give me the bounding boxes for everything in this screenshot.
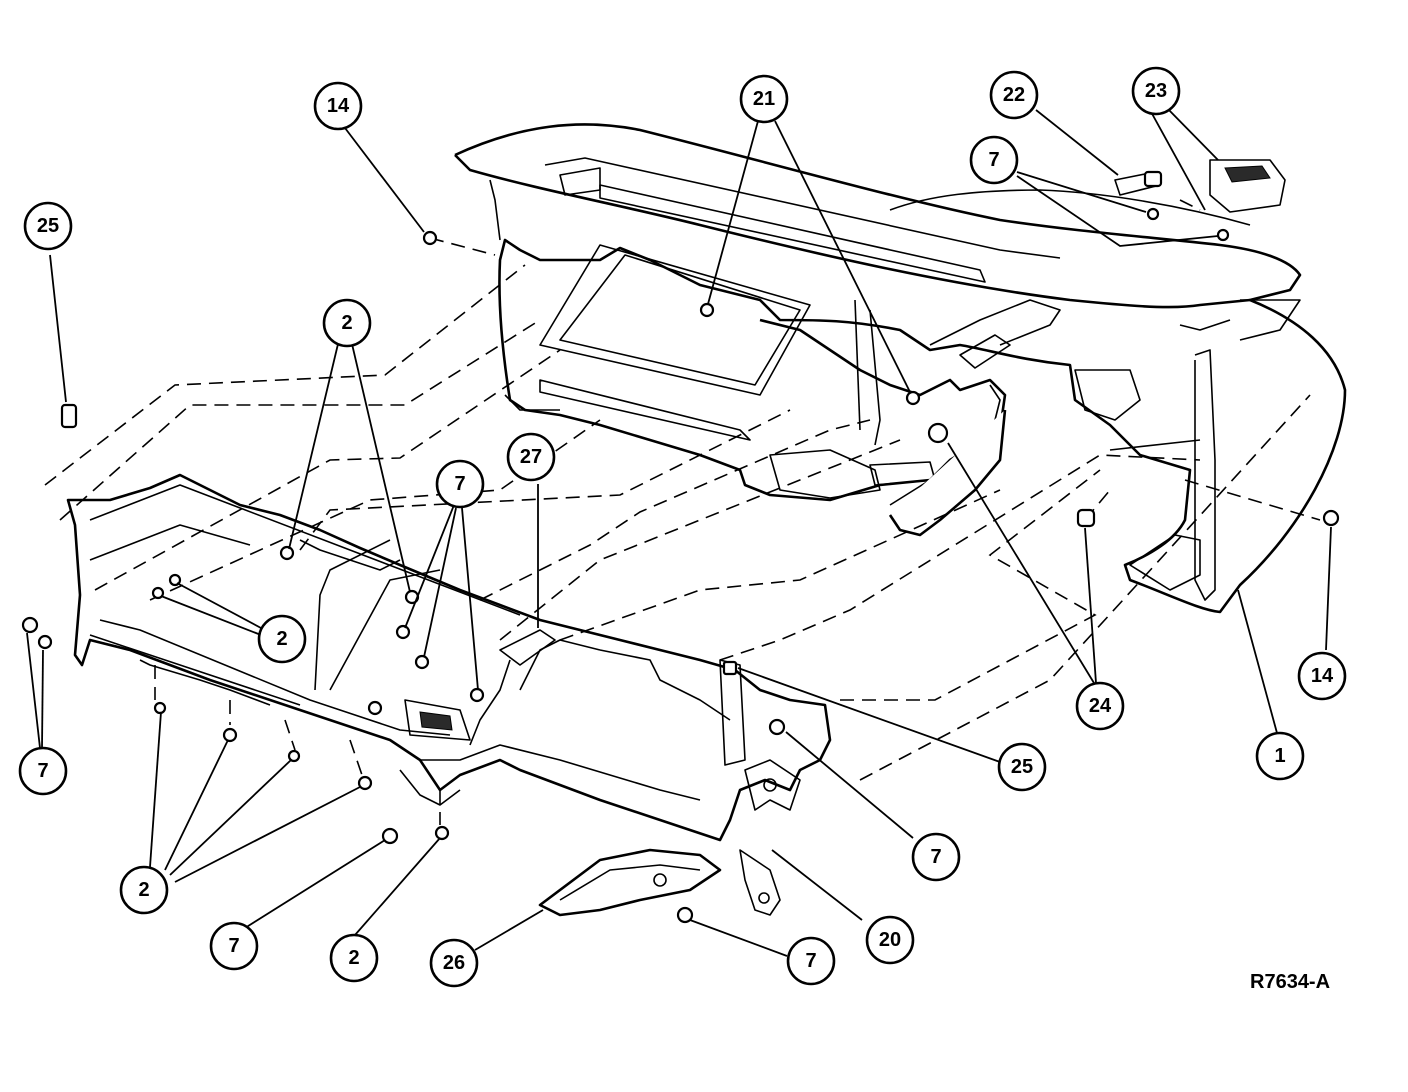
callout-25-left: 25: [23, 201, 73, 251]
svg-text:2: 2: [276, 628, 287, 650]
svg-text:25: 25: [37, 215, 59, 237]
callout-20: 20: [865, 915, 915, 965]
svg-text:22: 22: [1003, 84, 1025, 106]
callout-21: 21: [739, 74, 789, 124]
callout-23: 23: [1131, 66, 1181, 116]
svg-text:25: 25: [1011, 756, 1033, 778]
callout-14-upper: 14: [313, 81, 363, 131]
callout-1: 1: [1255, 731, 1305, 781]
callout-25-right: 25: [997, 742, 1047, 792]
alignment-dashed-lines: [44, 199, 1321, 825]
leader-lines: [26, 105, 1332, 957]
callout-7-left: 7: [18, 746, 68, 796]
svg-text:7: 7: [37, 760, 48, 782]
callout-2-left-mid: 2: [257, 614, 307, 664]
callout-7-center: 7: [435, 459, 485, 509]
callout-7-top-right: 7: [969, 135, 1019, 185]
callout-22: 22: [989, 70, 1039, 120]
instrument-panel-lower-frame: [66, 473, 832, 916]
svg-text:14: 14: [327, 95, 350, 117]
svg-text:7: 7: [454, 473, 465, 495]
svg-text:7: 7: [988, 149, 999, 171]
instrument-panel-upper: [454, 123, 1347, 614]
svg-text:21: 21: [753, 88, 775, 110]
lower-bracket-26: [538, 848, 722, 917]
svg-text:1: 1: [1274, 745, 1285, 767]
callout-7-right-lower: 7: [911, 832, 961, 882]
svg-text:7: 7: [228, 935, 239, 957]
callout-2-upper: 2: [322, 298, 372, 348]
svg-text:2: 2: [341, 312, 352, 334]
svg-text:2: 2: [348, 947, 359, 969]
callout-27: 27: [506, 432, 556, 482]
callout-24: 24: [1075, 681, 1125, 731]
drawing-id-label: R7634-A: [1250, 971, 1330, 993]
svg-text:23: 23: [1145, 80, 1167, 102]
callout-7-bottom-left: 7: [209, 921, 259, 971]
svg-text:27: 27: [520, 446, 542, 468]
svg-text:14: 14: [1311, 665, 1334, 687]
svg-text:7: 7: [805, 950, 816, 972]
callout-14-right: 14: [1297, 651, 1347, 701]
svg-text:20: 20: [879, 929, 901, 951]
callout-7-bottom-center: 7: [786, 936, 836, 986]
fasteners: [21, 170, 1340, 924]
svg-text:7: 7: [930, 846, 941, 868]
svg-text:26: 26: [443, 952, 465, 974]
callout-2-bottom-left: 2: [119, 865, 169, 915]
svg-text:2: 2: [138, 879, 149, 901]
callout-26: 26: [429, 938, 479, 988]
svg-text:24: 24: [1089, 695, 1112, 717]
callout-2-bottom-center: 2: [329, 933, 379, 983]
